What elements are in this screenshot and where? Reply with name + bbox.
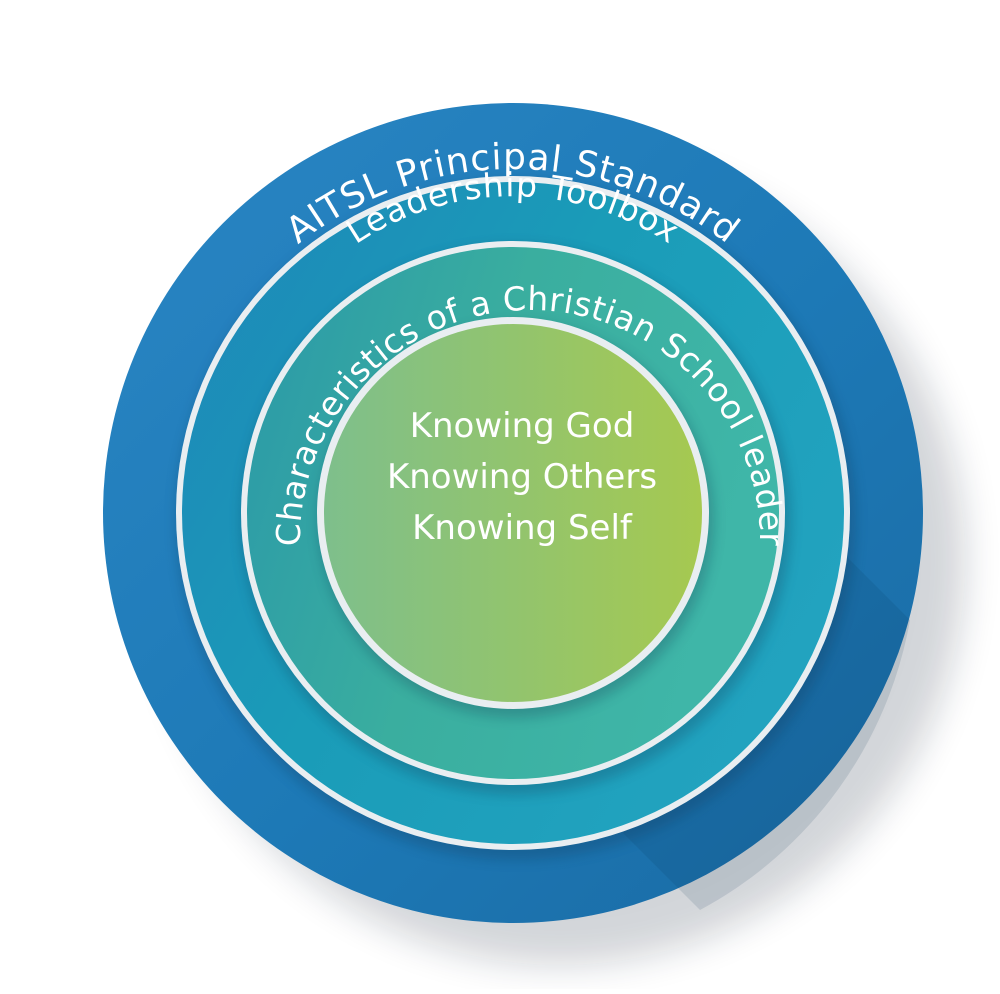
core-circle [324, 324, 702, 702]
core-line-knowing-others: Knowing Others [387, 457, 657, 497]
core-line-knowing-god: Knowing God [410, 406, 635, 446]
core-line-knowing-self: Knowing Self [412, 508, 633, 548]
